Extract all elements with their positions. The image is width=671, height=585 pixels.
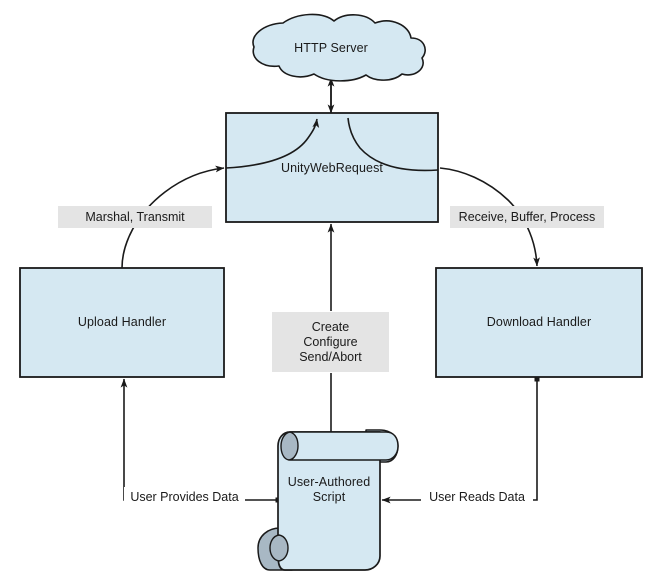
node-user-authored-script[interactable]	[257, 429, 399, 571]
edge-label-user-provides-data: User Provides Data	[124, 487, 245, 507]
edge-download-to-script	[381, 376, 540, 504]
edge-script-to-upload	[120, 378, 281, 503]
edge-label-create-configure-send-abort: Create Configure Send/Abort	[272, 312, 389, 372]
node-upload-handler[interactable]	[19, 267, 225, 378]
node-download-handler[interactable]	[435, 267, 643, 378]
node-http-server[interactable]	[252, 13, 426, 82]
edge-label-receive-buffer-process: Receive, Buffer, Process	[450, 206, 604, 228]
edge-unity-to-download	[439, 167, 541, 267]
node-unity-web-request[interactable]	[225, 112, 439, 223]
edge-upload-to-unity	[121, 165, 225, 269]
unity-web-request-fill	[226, 113, 438, 222]
edge-uwr-inner-right-curve	[347, 117, 439, 172]
edge-label-marshal-transmit: Marshal, Transmit	[58, 206, 212, 228]
edge-uwr-inner-left-curve	[225, 118, 320, 169]
edge-label-user-reads-data: User Reads Data	[421, 487, 533, 507]
